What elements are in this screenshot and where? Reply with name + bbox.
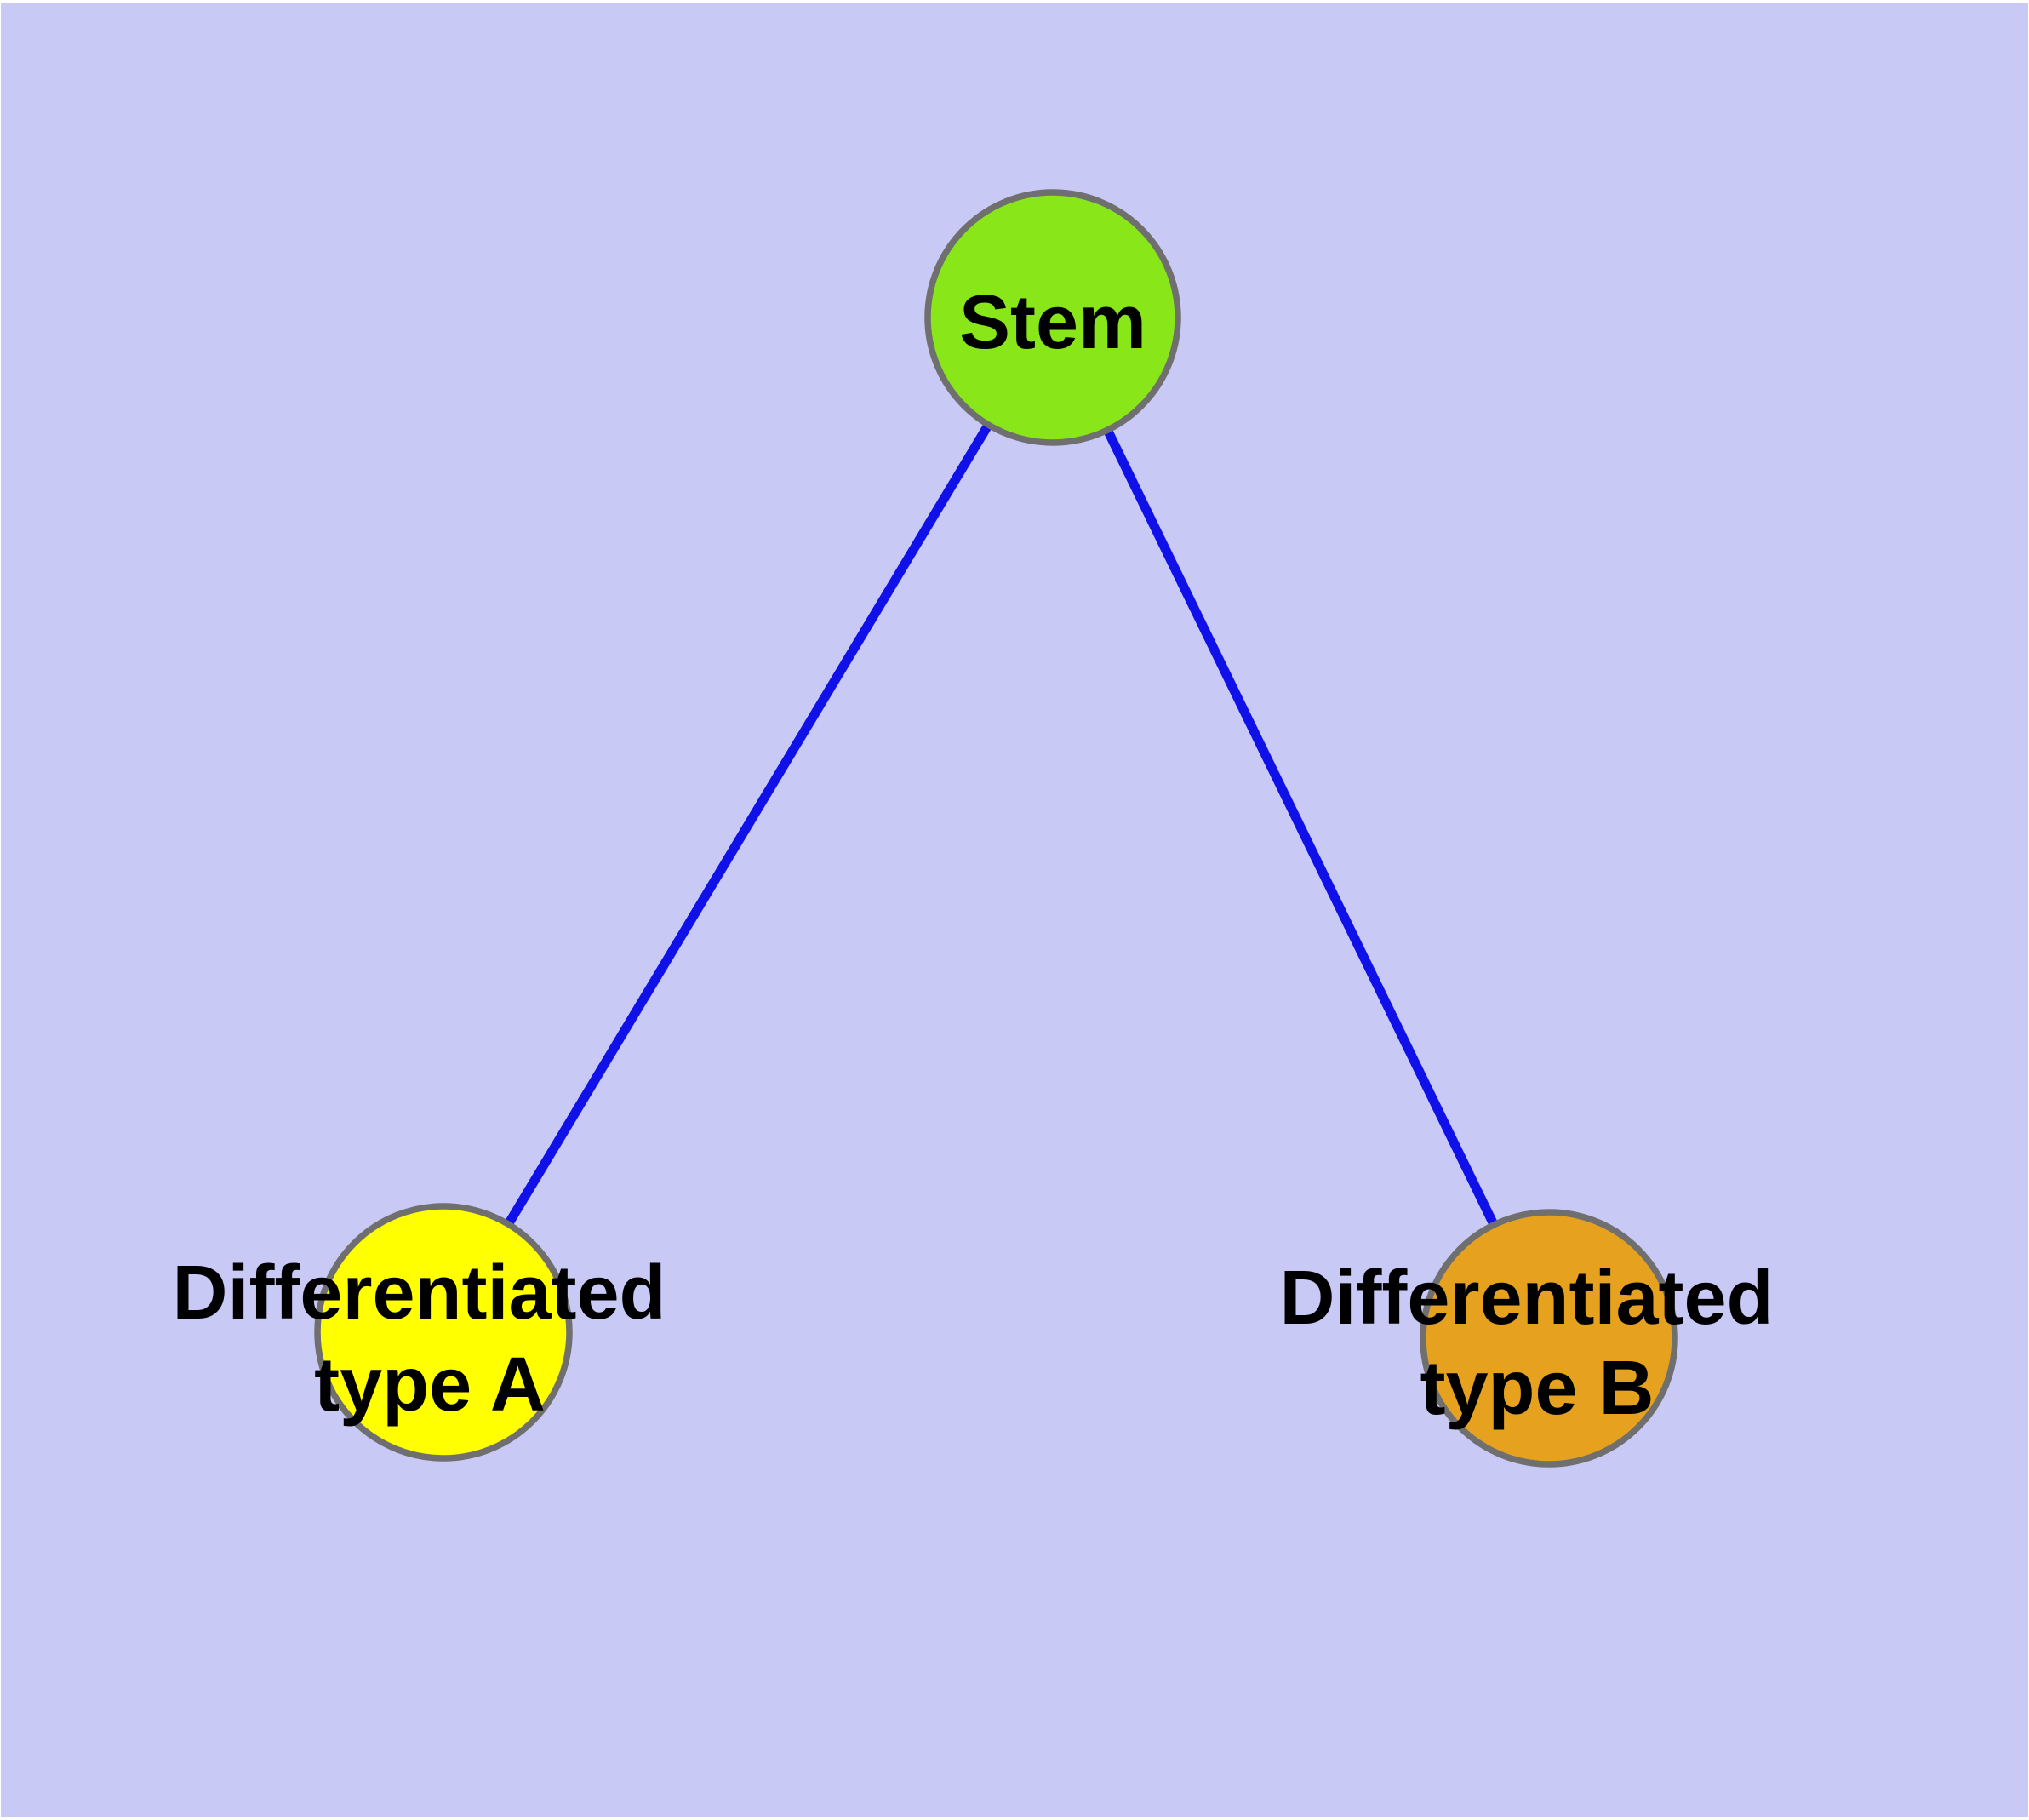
node-differentiated-type-b <box>1420 1209 1678 1468</box>
label-line-1: Differentiated <box>1279 1256 1773 1341</box>
label-line-1: Differentiated <box>172 1251 666 1336</box>
edge-stem-to-type-a <box>439 315 1057 1335</box>
label-line-2: type B <box>1420 1346 1654 1431</box>
node-label-stem: Stem <box>959 280 1146 365</box>
node-label-differentiated-type-b: Differentiated type B <box>1279 1256 1794 1431</box>
node-differentiated-type-a <box>314 1203 573 1462</box>
node-label-differentiated-type-a: Differentiated type A <box>172 1251 687 1428</box>
node-stem <box>924 189 1181 446</box>
edge-stem-to-type-b <box>1049 315 1553 1341</box>
label-line-2: type A <box>314 1342 546 1428</box>
